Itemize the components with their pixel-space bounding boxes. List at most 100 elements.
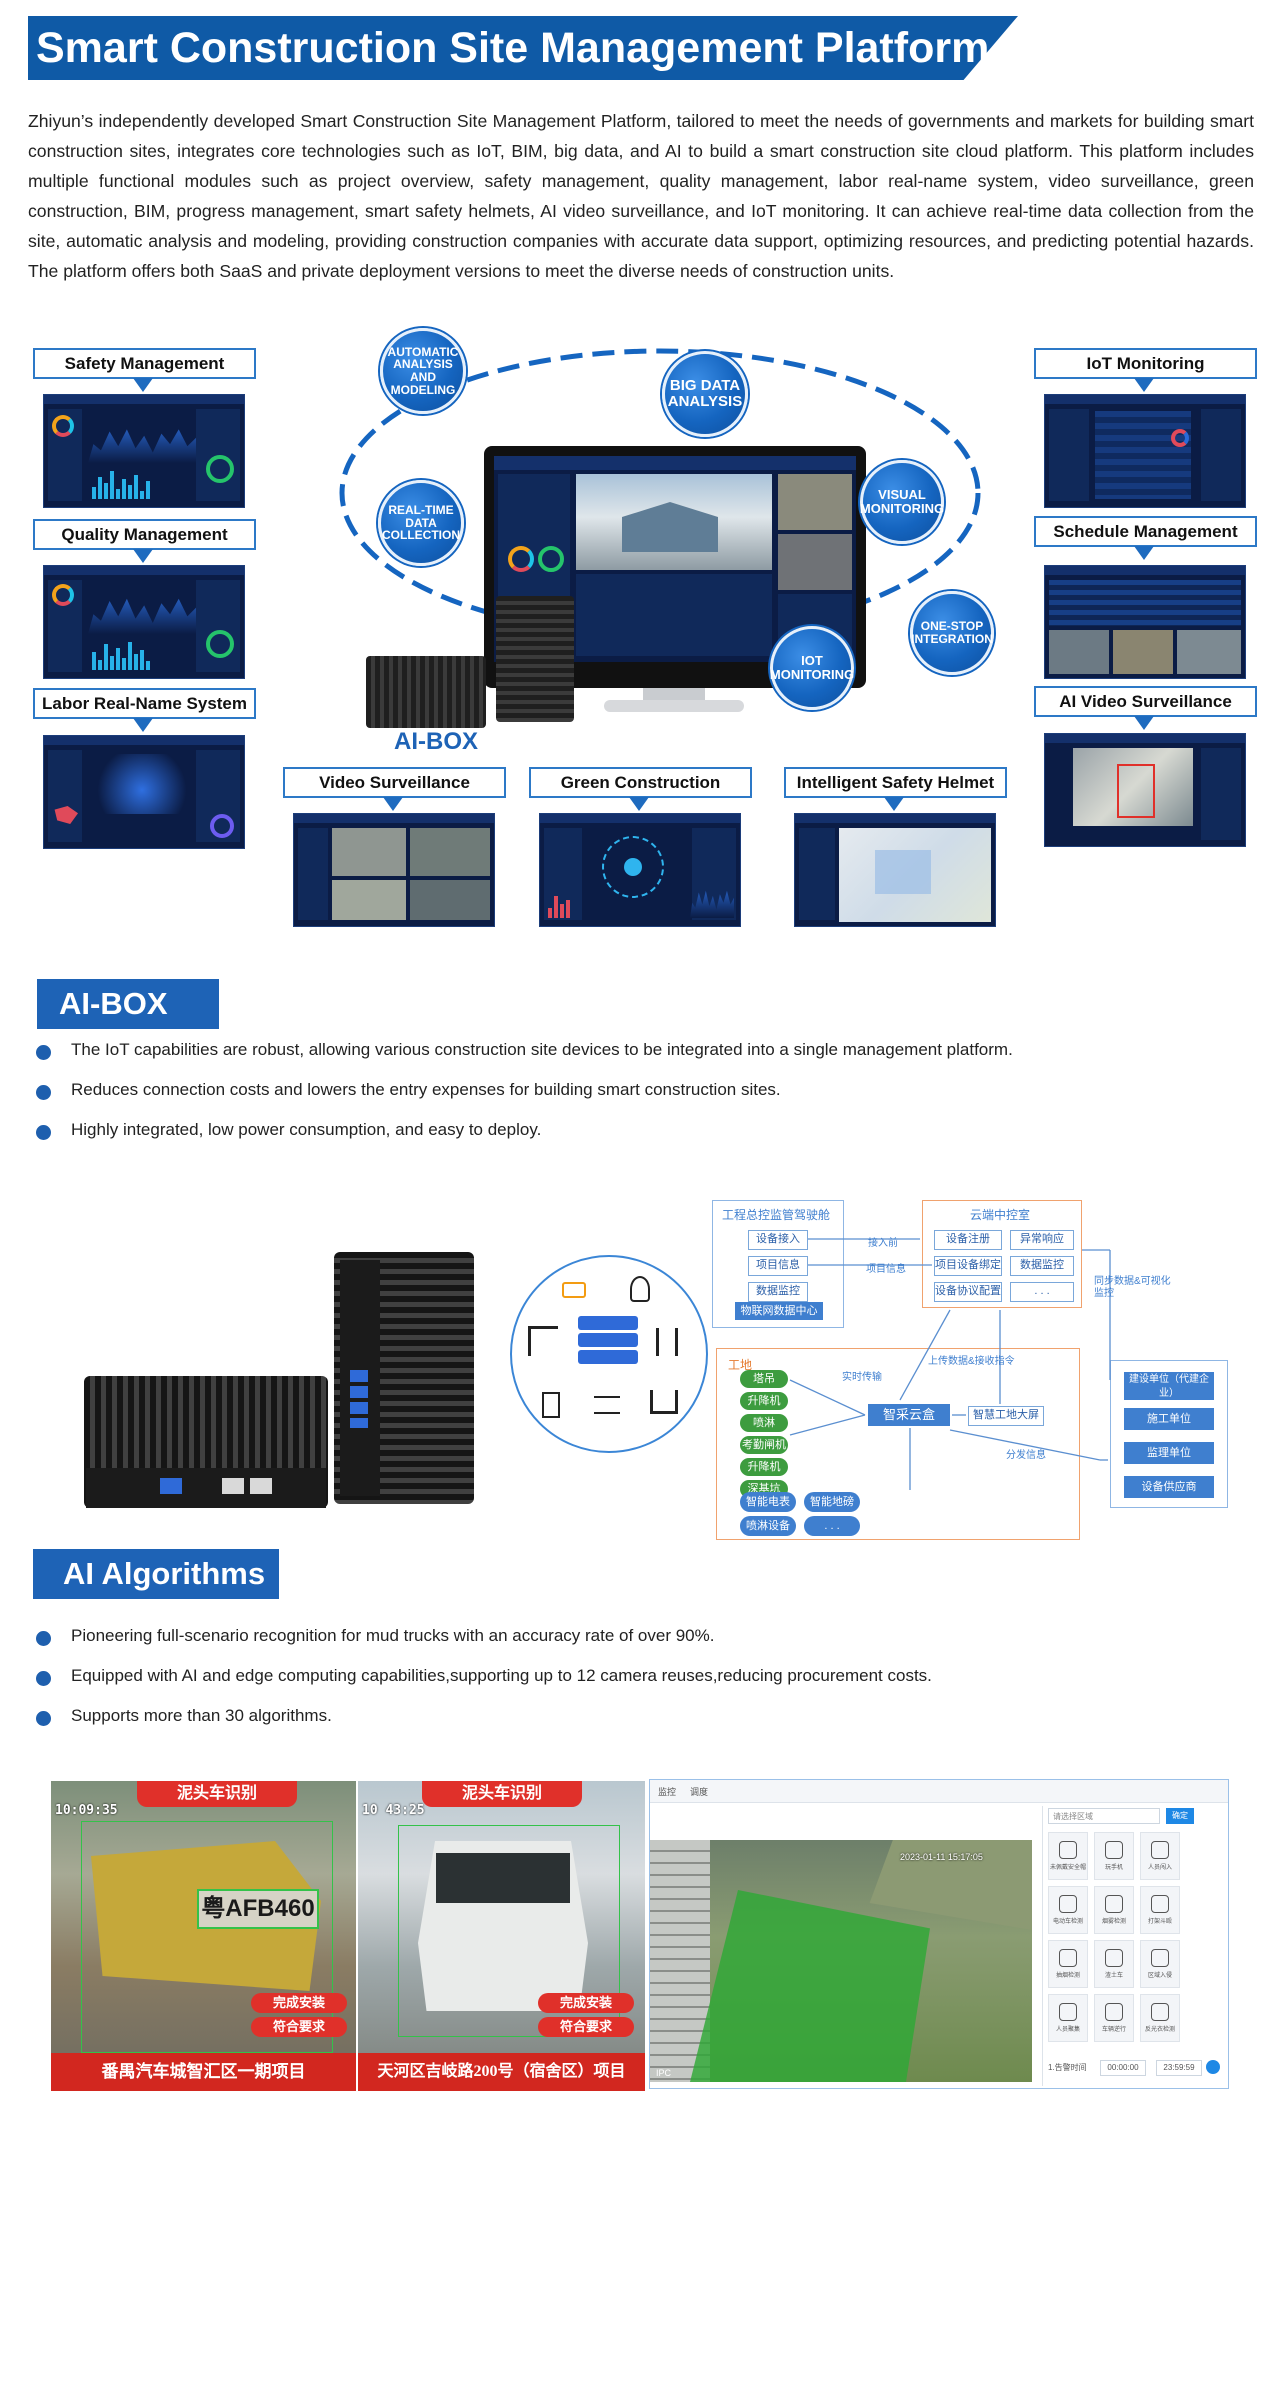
lamp-icon <box>630 1276 650 1302</box>
module-label-green: Green Construction <box>529 767 752 798</box>
algorithm-tile[interactable]: 打架斗殴 <box>1140 1886 1180 1934</box>
mud-truck-photo-1: 粤AFB460 10:09:35 泥头车识别 完成安装 符合要求 番禺汽车城智汇… <box>51 1781 356 2091</box>
confirm-button[interactable]: 确定 <box>1166 1808 1194 1824</box>
algorithm-tile[interactable]: 车辆逆行 <box>1094 1994 1134 2042</box>
flow-panel-cloud-title: 云端中控室 <box>970 1208 1031 1222</box>
tab-monitor[interactable]: 监控 <box>658 1787 677 1797</box>
gate-icon <box>656 1328 678 1356</box>
flow-screen-box: 智慧工地大屏 <box>968 1406 1044 1426</box>
page-title: Smart Construction Site Management Platf… <box>36 24 990 72</box>
flow-panel-dashboard <box>712 1200 844 1328</box>
algorithm-tile[interactable]: 玩手机 <box>1094 1832 1134 1880</box>
bubble-real-time: REAL-TIME DATA COLLECTION <box>378 480 464 566</box>
orbit-ring <box>339 348 981 638</box>
windshield <box>436 1853 570 1903</box>
dashboard-thumbnail-ai-video <box>1044 733 1246 847</box>
algorithm-tile[interactable]: 人员闯入 <box>1140 1832 1180 1880</box>
flow-site-item: 考勤闸机 <box>740 1436 788 1454</box>
flow-item: 项目信息 <box>748 1256 808 1276</box>
intro-paragraph: Zhiyun’s independently developed Smart C… <box>28 111 1254 281</box>
module-label-ai-video: AI Video Surveillance <box>1034 686 1257 717</box>
fight-icon <box>1151 1895 1169 1913</box>
bubble-visual-monitoring: VISUAL MONITORING <box>860 460 944 544</box>
detection-tag: 泥头车识别 <box>137 1781 297 1807</box>
module-pointer <box>1134 716 1154 730</box>
algorithm-grid: 未佩戴安全帽 玩手机 人员闯入 电动车检测 烟雾检测 打架斗殴 抽烟检测 渣土车… <box>1048 1832 1188 2042</box>
smoke-icon <box>1105 1895 1123 1913</box>
algorithm-tile[interactable]: 烟雾检测 <box>1094 1886 1134 1934</box>
flow-edge-label: 分发信息 <box>1006 1450 1046 1461</box>
usb-port <box>160 1478 182 1494</box>
flow-site-item: 塔吊 <box>740 1370 788 1388</box>
dashboard-thumbnail-iot <box>1044 394 1246 508</box>
phone-icon <box>1105 1841 1123 1859</box>
module-label-safety: Safety Management <box>33 348 256 379</box>
license-plate: 粤AFB460 <box>197 1889 319 1929</box>
flow-item: 异常响应 <box>1010 1230 1074 1250</box>
photo-caption: 天河区吉岐路200号（宿舍区）项目 <box>358 2053 645 2091</box>
aibox-bullet-2: Reduces connection costs and lowers the … <box>36 1080 781 1100</box>
cigarette-icon <box>1059 1949 1077 1967</box>
surveillance-software-screenshot: 监控 调度 2023-01-11 15:17:05 IPC 请选择区域 确定 未… <box>649 1779 1229 2089</box>
check-badge-compliant: 符合要求 <box>251 2017 347 2037</box>
algorithm-tile[interactable]: 未佩戴安全帽 <box>1048 1832 1088 1880</box>
flow-panel-site-title: 工地 <box>728 1358 753 1372</box>
detection-overlay <box>690 1890 930 2082</box>
car-icon <box>1105 2003 1123 2021</box>
module-label-helmet: Intelligent Safety Helmet <box>784 767 1007 798</box>
flow-item: 项目设备绑定 <box>934 1256 1002 1276</box>
title-banner <box>28 16 1018 80</box>
crowd-icon <box>1059 2003 1077 2021</box>
bubble-iot-monitoring: IOT MONITORING <box>770 626 854 710</box>
search-icon[interactable] <box>1206 2060 1220 2074</box>
section-header-ai-box: AI-BOX <box>37 979 219 1029</box>
monitor-neck <box>643 688 705 702</box>
dashboard-thumbnail-green <box>539 813 741 927</box>
end-time-input[interactable]: 23:59:59 <box>1156 2060 1202 2076</box>
start-time-input[interactable]: 00:00:00 <box>1100 2060 1146 2076</box>
dashboard-thumbnail-video <box>293 813 495 927</box>
flow-site-item: 升降机 <box>740 1458 788 1476</box>
algorithm-tile[interactable]: 区域入侵 <box>1140 1940 1180 1988</box>
mud-truck-photo-2: 10 43:25 泥头车识别 完成安装 符合要求 天河区吉岐路200号（宿舍区）… <box>358 1781 645 2091</box>
device-icons-circle <box>510 1255 708 1453</box>
alarm-time-label: 1.告警时间 <box>1048 2063 1087 2072</box>
timestamp: 10 43:25 <box>362 1803 425 1818</box>
flow-edge-label: 接入前 <box>868 1238 898 1249</box>
section-header-ai-algorithms: AI Algorithms <box>33 1549 279 1599</box>
tab-dispatch[interactable]: 调度 <box>690 1787 709 1797</box>
module-pointer <box>383 797 403 811</box>
aibox-bullet-1: The IoT capabilities are robust, allowin… <box>36 1040 1013 1060</box>
algorithm-tile[interactable]: 反光衣检测 <box>1140 1994 1180 2042</box>
algorithm-tile[interactable]: 电动车检测 <box>1048 1886 1088 1934</box>
check-badge-installed: 完成安装 <box>251 1993 347 2013</box>
building-wall <box>650 1840 710 2082</box>
spray-icon <box>594 1396 620 1414</box>
flow-center-box: 智采云盒 <box>868 1404 950 1426</box>
flow-edge-label: 实时传输 <box>842 1372 882 1383</box>
alarm-panel <box>1042 1806 1227 2086</box>
dashboard-thumbnail-helmet <box>794 813 996 927</box>
ai-box-device <box>366 656 486 728</box>
flow-panel-dashboard-title: 工程总控监管驾驶舱 <box>722 1208 831 1222</box>
monitor-stand <box>604 700 744 712</box>
algorithm-tile[interactable]: 渣土车 <box>1094 1940 1134 1988</box>
flow-item: 数据监控 <box>748 1282 808 1302</box>
flow-panel-site <box>716 1348 1080 1540</box>
gateway-icon <box>578 1316 638 1372</box>
flow-site-item: 喷淋 <box>740 1414 788 1432</box>
module-label-video: Video Surveillance <box>283 767 506 798</box>
check-badge-compliant: 符合要求 <box>538 2017 634 2037</box>
vest-icon <box>1151 2003 1169 2021</box>
area-select[interactable]: 请选择区域 <box>1048 1808 1160 1824</box>
bubble-big-data: BIG DATA ANALYSIS <box>662 351 748 437</box>
flow-site-oval: . . . <box>804 1516 860 1536</box>
flow-stakeholder: 建设单位（代建企业） <box>1124 1372 1214 1400</box>
person-icon <box>1151 1841 1169 1859</box>
algorithm-tile[interactable]: 人员聚集 <box>1048 1994 1088 2042</box>
algorithm-tile[interactable]: 抽烟检测 <box>1048 1940 1088 1988</box>
ai-box-ports <box>86 1468 326 1508</box>
detection-box <box>81 1821 333 2053</box>
flow-stakeholder: 监理单位 <box>1124 1442 1214 1464</box>
module-pointer <box>1134 546 1154 560</box>
